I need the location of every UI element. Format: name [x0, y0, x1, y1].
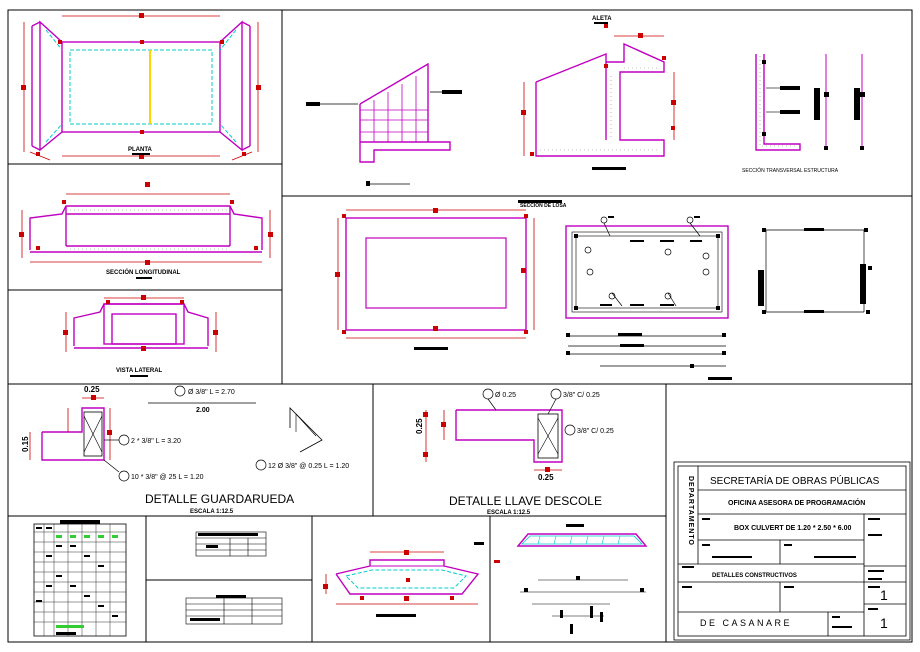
title-block-small-fields: [682, 518, 884, 628]
llave-title: DETALLE LLAVE DESCOLE: [449, 494, 602, 508]
guardarueda-note-3: 12 Ø 3/8" @ 0.25 L = 1.20: [268, 463, 349, 470]
seccion-transversal-view: [755, 54, 865, 151]
total-sheets: 1: [880, 615, 888, 631]
llave-dim-bottom: 0.25: [538, 473, 554, 482]
department-vertical-label: DEPARTAMENTO: [687, 476, 694, 546]
seccion-longitudinal-title: SECCIÓN LONGITUDINAL: [106, 268, 181, 276]
small-table-2-fill: [190, 595, 246, 621]
vista-lateral-title: VISTA LATERAL: [116, 368, 163, 374]
secretaria-label: SECRETARÍA DE OBRAS PÚBLICAS: [710, 474, 880, 487]
guardarueda-note-2: 10 * 3/8" @ 25 L = 1.20: [131, 474, 204, 481]
oficina-label: OFICINA ASESORA DE PROGRAMACIÓN: [728, 498, 865, 507]
aleta-view: [306, 62, 462, 186]
seccion-longitudinal-view: [19, 182, 273, 265]
llave-note-3: 3/8" C/ 0.25: [577, 428, 614, 435]
guardarueda-bar-length: 2.00: [196, 407, 210, 414]
llave-scale: ESCALA 1:12.5: [487, 510, 531, 516]
seccion-transversal-title: SECCIÓN TRANSVERSAL ESTRUCTURA: [742, 167, 839, 174]
llave-descole-labels: 0.25 0.25 Ø 0.25 3/8" C/ 0.25 3/8" C/ 0.…: [415, 392, 614, 516]
seccion-losa-view: [518, 200, 732, 380]
llave-note-1: Ø 0.25: [495, 392, 516, 399]
department-value: DE CASANARE: [700, 618, 792, 628]
view-titles: PLANTA SECCIÓN LONGITUDINAL VISTA LATERA…: [106, 16, 839, 377]
guardarueda-dim-top: 0.25: [84, 385, 100, 394]
detalle-guardarueda-drawing: [29, 385, 323, 482]
guardarueda-labels: 0.25 0.15 2.00 Ø 3/8" L = 2.70 2 * 3/8" …: [21, 385, 349, 515]
detalle-llave-descole-drawing: [423, 388, 576, 472]
aleta-elevation-bottom: [323, 542, 484, 617]
planta-title: PLANTA: [128, 147, 153, 153]
sheet-number: 1: [880, 587, 888, 603]
quantity-table: [33, 520, 127, 637]
seccion-losa-title: SECCIÓN DE LOSA: [520, 201, 567, 209]
aleta-section-view: [521, 24, 676, 170]
small-table-1: [195, 531, 267, 557]
llave-note-2: 3/8" C/ 0.25: [563, 392, 600, 399]
section-bottom-right: [494, 524, 648, 634]
losa-rebar-elevation: [758, 228, 872, 314]
box-culvert-label: BOX CULVERT DE 1.20 * 2.50 * 6.00: [734, 525, 851, 532]
small-table-1-fill: [198, 533, 258, 548]
guardarueda-note-1: 2 * 3/8" L = 3.20: [131, 438, 181, 445]
guardarueda-title: DETALLE GUARDARUEDA: [145, 492, 294, 506]
aleta-title: ALETA: [592, 16, 612, 22]
planta-view: [21, 13, 261, 161]
losa-plan-view: [335, 208, 535, 350]
llave-dim-left: 0.25: [415, 418, 424, 434]
title-block-texts: DEPARTAMENTO SECRETARÍA DE OBRAS PÚBLICA…: [687, 474, 888, 631]
panel-frames: [7, 9, 913, 643]
vista-lateral-view: [63, 295, 218, 352]
guardarueda-note-4: Ø 3/8" L = 2.70: [188, 389, 235, 396]
plano-label: DETALLES CONSTRUCTIVOS: [712, 573, 797, 579]
guardarueda-scale: ESCALA 1:12.5: [190, 509, 234, 515]
guardarueda-dim-left: 0.15: [21, 436, 30, 452]
title-block: [673, 461, 911, 641]
